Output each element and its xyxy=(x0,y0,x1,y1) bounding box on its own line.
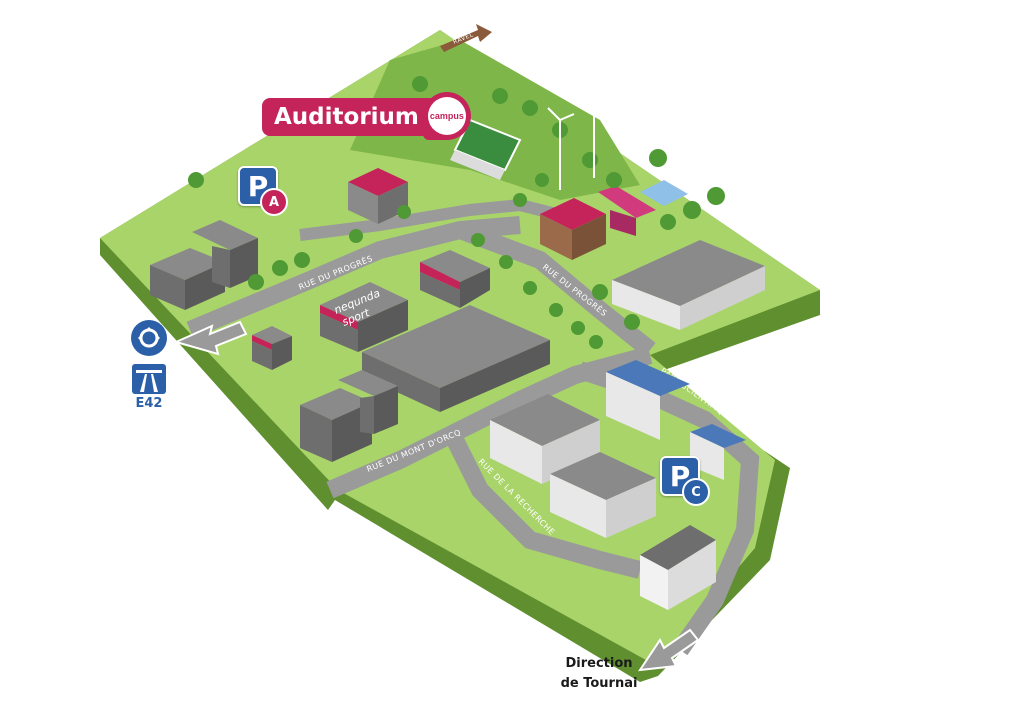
building-east-warehouse xyxy=(612,240,765,330)
south-exit-arrow xyxy=(637,628,700,672)
direction-label: Direction de Tournai xyxy=(556,654,642,694)
building-small-red-west xyxy=(252,326,292,370)
road-recherche xyxy=(446,435,643,579)
highway-sign: E42 xyxy=(128,320,170,411)
direction-line2: de Tournai xyxy=(560,676,638,691)
west-exit-arrow xyxy=(173,320,248,356)
parking-a-badge: A xyxy=(260,188,288,216)
building-north-red xyxy=(420,250,490,308)
road-progres-east xyxy=(456,221,656,358)
parking-c-badge: C xyxy=(682,478,710,506)
roundabout-icon xyxy=(131,320,167,356)
building-south-warehouses xyxy=(490,394,656,538)
building-west-block xyxy=(150,220,258,310)
building-brick-center xyxy=(540,198,606,260)
auditorium-marker[interactable]: Auditorium campus xyxy=(262,92,471,140)
campus-logo-icon: campus xyxy=(422,92,471,140)
parking-c-icon[interactable]: P C xyxy=(660,456,710,506)
building-central-large xyxy=(300,305,550,462)
highway-label: E42 xyxy=(135,396,163,411)
building-south-house xyxy=(640,525,716,610)
north-exit-arrow xyxy=(440,24,492,52)
wind-turbines xyxy=(547,93,607,190)
road-upper-loop xyxy=(299,198,562,241)
campus-logo-text: campus xyxy=(427,97,466,135)
building-pink xyxy=(598,186,656,236)
motorway-icon xyxy=(132,364,166,394)
parking-a-icon[interactable]: P A xyxy=(238,166,288,216)
building-solar-rows xyxy=(606,360,746,480)
direction-line1: Direction xyxy=(565,656,633,671)
pond xyxy=(640,180,688,206)
stadium-stand xyxy=(450,150,505,180)
